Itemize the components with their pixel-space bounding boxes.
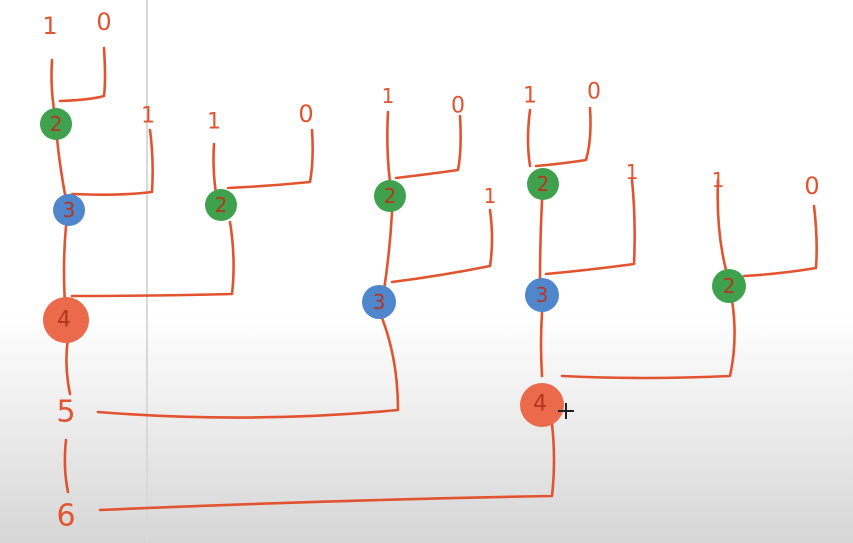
- node-circle: [362, 285, 396, 319]
- node-label: 3: [63, 198, 76, 222]
- leaf-label-zero: 0: [587, 80, 601, 105]
- edge: [96, 316, 400, 419]
- node-circle: [525, 278, 559, 312]
- node-green: 2: [205, 189, 237, 221]
- edge: [70, 128, 154, 196]
- leaf-label-zero: 0: [96, 8, 111, 36]
- edge: [526, 108, 532, 168]
- node-blue: 3: [525, 278, 559, 312]
- leaf-label-one: 1: [207, 110, 221, 135]
- node-circle: [43, 297, 89, 343]
- leaf-labels: 1 0 1 1 0 1 0 1 1 0 1 1 0 5 6: [42, 8, 819, 534]
- leaf-label-zero: 0: [451, 94, 465, 119]
- edge: [742, 204, 818, 278]
- node-green: 2: [374, 180, 406, 212]
- node-label: 2: [723, 274, 736, 298]
- node-circle: [205, 189, 237, 221]
- node-red: 4: [43, 297, 89, 343]
- edge: [716, 178, 728, 272]
- node-label: 2: [537, 172, 550, 196]
- tree-edges: [50, 46, 818, 512]
- node-green: 2: [40, 108, 72, 140]
- node-label: 2: [384, 184, 397, 208]
- node-blue: 3: [53, 194, 85, 226]
- node-label: 4: [57, 308, 71, 333]
- edge: [534, 106, 592, 168]
- node-circle: [712, 269, 746, 303]
- level-label-five: 5: [56, 395, 75, 430]
- edge: [386, 110, 392, 184]
- node-green: 2: [527, 168, 559, 200]
- node-circle: [527, 168, 559, 200]
- edge: [538, 198, 544, 282]
- edge: [70, 220, 235, 298]
- node-circle: [374, 180, 406, 212]
- edge: [390, 208, 494, 284]
- leaf-label-one: 1: [382, 84, 395, 108]
- edge: [382, 210, 394, 292]
- leaf-label-one: 1: [712, 168, 725, 192]
- leaf-label-one: 1: [141, 104, 155, 129]
- tree-nodes: 2 3 4 2 2 3 2 3: [40, 108, 746, 427]
- node-green: 2: [712, 269, 746, 303]
- edge: [63, 438, 70, 494]
- node-label: 2: [50, 112, 63, 136]
- edge: [98, 422, 556, 512]
- leaf-label-zero: 0: [804, 172, 819, 200]
- node-circle: [53, 194, 85, 226]
- edge: [539, 310, 544, 378]
- edge: [560, 298, 736, 380]
- edge: [58, 46, 107, 103]
- node-red: 4: [520, 383, 564, 427]
- node-label: 2: [215, 193, 228, 217]
- leaf-label-one: 1: [523, 84, 537, 109]
- node-label: 4: [533, 392, 547, 417]
- level-label-six: 6: [56, 499, 75, 534]
- edge: [544, 178, 636, 276]
- edge: [226, 128, 314, 190]
- leaf-label-one: 1: [626, 160, 639, 184]
- leaf-label-one: 1: [484, 184, 497, 208]
- node-label: 3: [373, 290, 386, 314]
- node-circle: [40, 108, 72, 140]
- node-circle: [520, 383, 564, 427]
- crosshair-cursor-icon: [558, 403, 574, 419]
- leaf-label-zero: 0: [298, 100, 313, 128]
- node-blue: 3: [362, 285, 396, 319]
- leaf-label-one: 1: [42, 12, 57, 40]
- edge: [394, 114, 462, 180]
- node-label: 3: [536, 283, 549, 307]
